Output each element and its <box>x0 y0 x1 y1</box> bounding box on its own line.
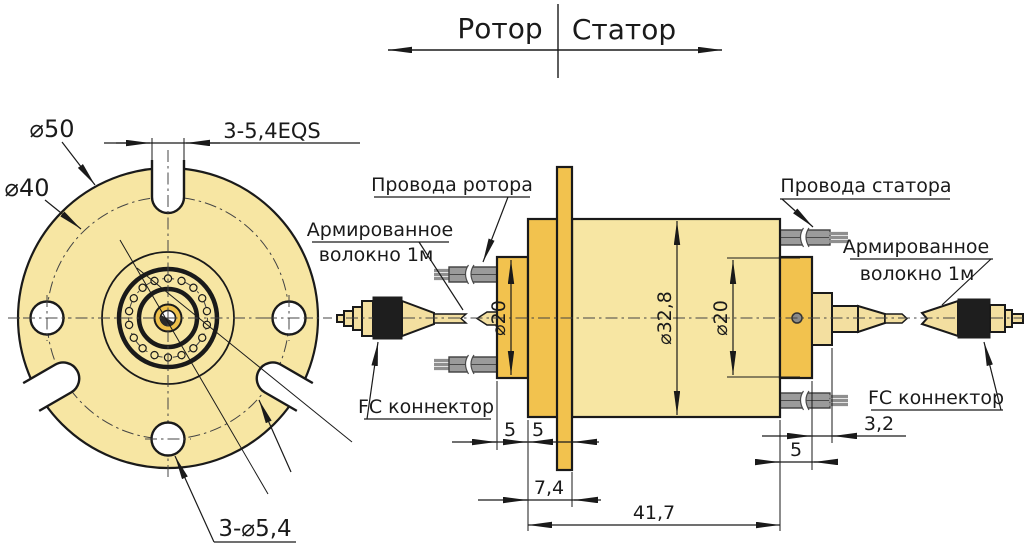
stator-wires-bottom <box>779 389 848 412</box>
dim-stator-step-length: 3,2 <box>762 413 906 440</box>
armored-fiber-left-line2: волокно 1м <box>319 244 434 266</box>
rotor-wires-bottom <box>434 353 499 376</box>
extension-lines <box>496 348 833 531</box>
rotor-wires-label: Провода ротора <box>371 174 533 196</box>
hole-dim-label: 3-⌀5,4 <box>218 516 291 542</box>
slot-cutout <box>22 361 81 412</box>
stator-wires-label: Провода статора <box>780 175 951 197</box>
slot-construction-line <box>119 239 269 495</box>
rotor-label: Ротор <box>457 12 542 45</box>
callout-armored-fiber-left: Армированное волокно 1м <box>307 219 464 311</box>
body-dia-label: ⌀32,8 <box>654 291 676 345</box>
flange-offset-label: 7,4 <box>534 477 564 499</box>
rotor-shaft-dia-label: ⌀20 <box>488 300 510 336</box>
rotor-wires-top <box>434 263 499 286</box>
fc-connector-right <box>831 298 1024 339</box>
fiber-cable-right-a <box>884 313 909 324</box>
slot-cutouts <box>22 160 314 412</box>
mounting-holes <box>23 295 313 457</box>
bolt-circle-leader <box>258 399 292 473</box>
callout-rotor-wires: Провода ротора <box>371 174 533 263</box>
spacer-len-label: 5 <box>532 419 544 441</box>
dim-rotor-lengths: 5 5 <box>452 419 599 446</box>
body-len-label: 41,7 <box>633 502 675 524</box>
slot-dimension: 3-5,4EQS <box>104 119 360 162</box>
armored-fiber-left-line1: Армированное <box>307 219 453 241</box>
bolt-circle-dia-leader <box>44 199 82 230</box>
side-view: ⌀20 ⌀32,8 ⌀20 5 5 <box>307 165 1024 531</box>
dim-body-dia: ⌀32,8 <box>654 221 681 415</box>
rotor-cap-len-label: 5 <box>504 419 516 441</box>
outer-dia-leader <box>61 141 96 186</box>
fc-strain-relief-cone <box>857 304 886 334</box>
stator-step-len-label: 3,2 <box>864 413 894 435</box>
stator-label: Статор <box>572 13 676 46</box>
outer-dia-label: ⌀50 <box>30 115 75 143</box>
front-view: ⌀50 ⌀40 3-5,4EQS 3-⌀5,4 <box>5 115 360 543</box>
slot-dim-label: 3-5,4EQS <box>223 119 320 143</box>
callout-armored-fiber-right: Армированное волокно 1м <box>843 236 993 306</box>
stator-wires-top <box>779 226 848 249</box>
fc-connector-right-label: FC коннектор <box>868 387 1004 409</box>
dim-body-length: 41,7 <box>528 502 780 529</box>
fc-boot <box>957 298 991 339</box>
armored-fiber-right-line2: волокно 1м <box>860 263 975 285</box>
bearing-balls <box>124 274 212 362</box>
fc-strain-relief-cone <box>401 299 435 338</box>
callout-stator-wires: Провода статора <box>780 175 952 228</box>
dim-rotor-shaft-dia: ⌀20 <box>488 260 515 375</box>
header-axis: Ротор Статор <box>388 4 722 78</box>
hole-dimension: 3-⌀5,4 <box>174 455 296 543</box>
stator-hub-dia-label: ⌀20 <box>710 300 732 336</box>
dim-stator-cap-length: 5 <box>755 439 838 466</box>
callout-fc-right: FC коннектор <box>868 341 1004 411</box>
dim-flange-offset: 7,4 <box>478 477 601 504</box>
fc-barrel <box>831 305 859 333</box>
fc-connector-left-label: FC коннектор <box>358 396 494 418</box>
bolt-circle-dia-label: ⌀40 <box>5 174 50 202</box>
dim-stator-hub-dia: ⌀20 <box>710 257 800 378</box>
callout-fc-left: FC коннектор <box>358 341 494 420</box>
fc-boot <box>372 296 403 340</box>
slot-construction-line <box>136 267 353 443</box>
stator-step-piece <box>811 292 833 346</box>
armored-fiber-right-line1: Армированное <box>843 236 989 258</box>
stator-cap-len-label: 5 <box>790 439 802 461</box>
